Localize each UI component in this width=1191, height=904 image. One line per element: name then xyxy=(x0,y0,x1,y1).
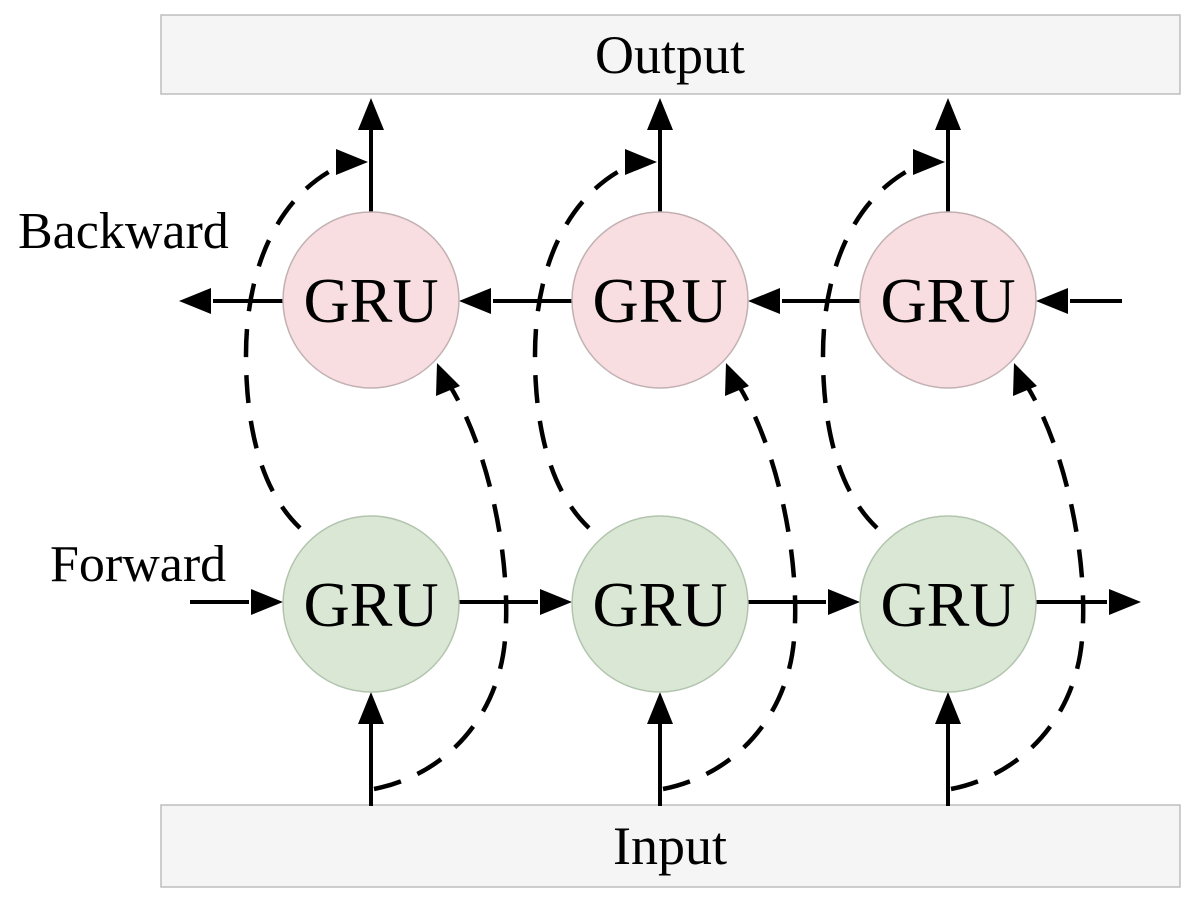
node-circle-border xyxy=(859,515,1037,693)
arrowhead-up-icon xyxy=(358,98,384,130)
arrowhead-up-left-icon xyxy=(725,363,749,396)
arrowhead-left-icon xyxy=(1036,288,1068,314)
input-to-forward-arrow xyxy=(935,692,961,806)
node-label: GRU xyxy=(592,265,727,336)
forward-recurrent-arrow xyxy=(748,589,860,615)
backward-recurrent-arrow xyxy=(179,288,283,314)
input-to-backward-dashed-arrow xyxy=(662,363,798,792)
node-circle-border xyxy=(571,211,749,389)
node-circle xyxy=(860,516,1036,692)
arrowhead-left-icon xyxy=(179,288,211,314)
forward-gru-node: GRU xyxy=(571,515,749,693)
arrowhead-right-icon xyxy=(336,149,368,175)
forward-recurrent-arrow xyxy=(1036,589,1141,615)
dashed-curve xyxy=(662,384,798,792)
input-to-backward-dashed-arrow xyxy=(373,363,509,792)
arrowhead-right-icon xyxy=(540,589,572,615)
input-bar xyxy=(161,805,1180,887)
input-bar-label: Input xyxy=(613,816,727,876)
forward-to-output-dashed-arrow xyxy=(243,149,368,530)
arrowhead-right-icon xyxy=(1109,589,1141,615)
dashed-curve xyxy=(950,384,1086,792)
node-label: GRU xyxy=(880,265,1015,336)
node-circle xyxy=(572,212,748,388)
node-label: GRU xyxy=(880,569,1015,640)
backward-gru-node: GRU xyxy=(282,211,460,389)
output-bar-border xyxy=(160,14,1181,95)
forward-gru-node: GRU xyxy=(282,515,460,693)
forward-row-label: Forward xyxy=(50,536,226,593)
node-circle xyxy=(283,516,459,692)
input-to-forward-arrow xyxy=(647,692,673,806)
arrowhead-up-icon xyxy=(358,692,384,724)
arrowhead-right-icon xyxy=(251,589,283,615)
output-bar xyxy=(161,15,1180,94)
backward-to-output-arrow xyxy=(647,98,673,212)
node-circle-border xyxy=(282,515,460,693)
node-circle-border xyxy=(282,211,460,389)
output-bar-label: Output xyxy=(595,25,745,85)
forward-recurrent-arrow xyxy=(190,589,283,615)
node-circle-border xyxy=(571,515,749,693)
backward-recurrent-arrow xyxy=(459,288,572,314)
input-to-backward-dashed-arrow xyxy=(950,363,1086,792)
backward-to-output-arrow xyxy=(358,98,384,212)
node-circle xyxy=(283,212,459,388)
arrowhead-right-icon xyxy=(913,149,945,175)
node-circle xyxy=(860,212,1036,388)
arrowhead-right-icon xyxy=(625,149,657,175)
arrowhead-up-left-icon xyxy=(436,363,460,396)
backward-recurrent-arrow xyxy=(1036,288,1122,314)
backward-gru-node: GRU xyxy=(859,211,1037,389)
backward-to-output-arrow xyxy=(935,98,961,212)
node-circle xyxy=(572,516,748,692)
arrowhead-right-icon xyxy=(828,589,860,615)
backward-row-label: Backward xyxy=(18,203,229,260)
node-circle-border xyxy=(859,211,1037,389)
arrowhead-up-icon xyxy=(935,692,961,724)
dashed-curve xyxy=(373,384,509,792)
input-to-forward-arrow xyxy=(358,692,384,806)
arrowhead-left-icon xyxy=(748,288,780,314)
node-label: GRU xyxy=(303,265,438,336)
arrowhead-up-left-icon xyxy=(1013,363,1037,396)
forward-to-output-dashed-arrow xyxy=(532,149,657,530)
node-label: GRU xyxy=(592,569,727,640)
dashed-curve xyxy=(532,168,623,530)
arrowhead-up-icon xyxy=(935,98,961,130)
arrowhead-left-icon xyxy=(459,288,491,314)
forward-recurrent-arrow xyxy=(459,589,572,615)
arrowhead-up-icon xyxy=(647,692,673,724)
forward-gru-node: GRU xyxy=(859,515,1037,693)
node-label: GRU xyxy=(303,569,438,640)
arrowhead-up-icon xyxy=(647,98,673,130)
dashed-curve xyxy=(243,168,334,530)
forward-to-output-dashed-arrow xyxy=(820,149,945,530)
backward-recurrent-arrow xyxy=(748,288,860,314)
backward-gru-node: GRU xyxy=(571,211,749,389)
input-bar-border xyxy=(160,804,1181,888)
dashed-curve xyxy=(820,168,911,530)
